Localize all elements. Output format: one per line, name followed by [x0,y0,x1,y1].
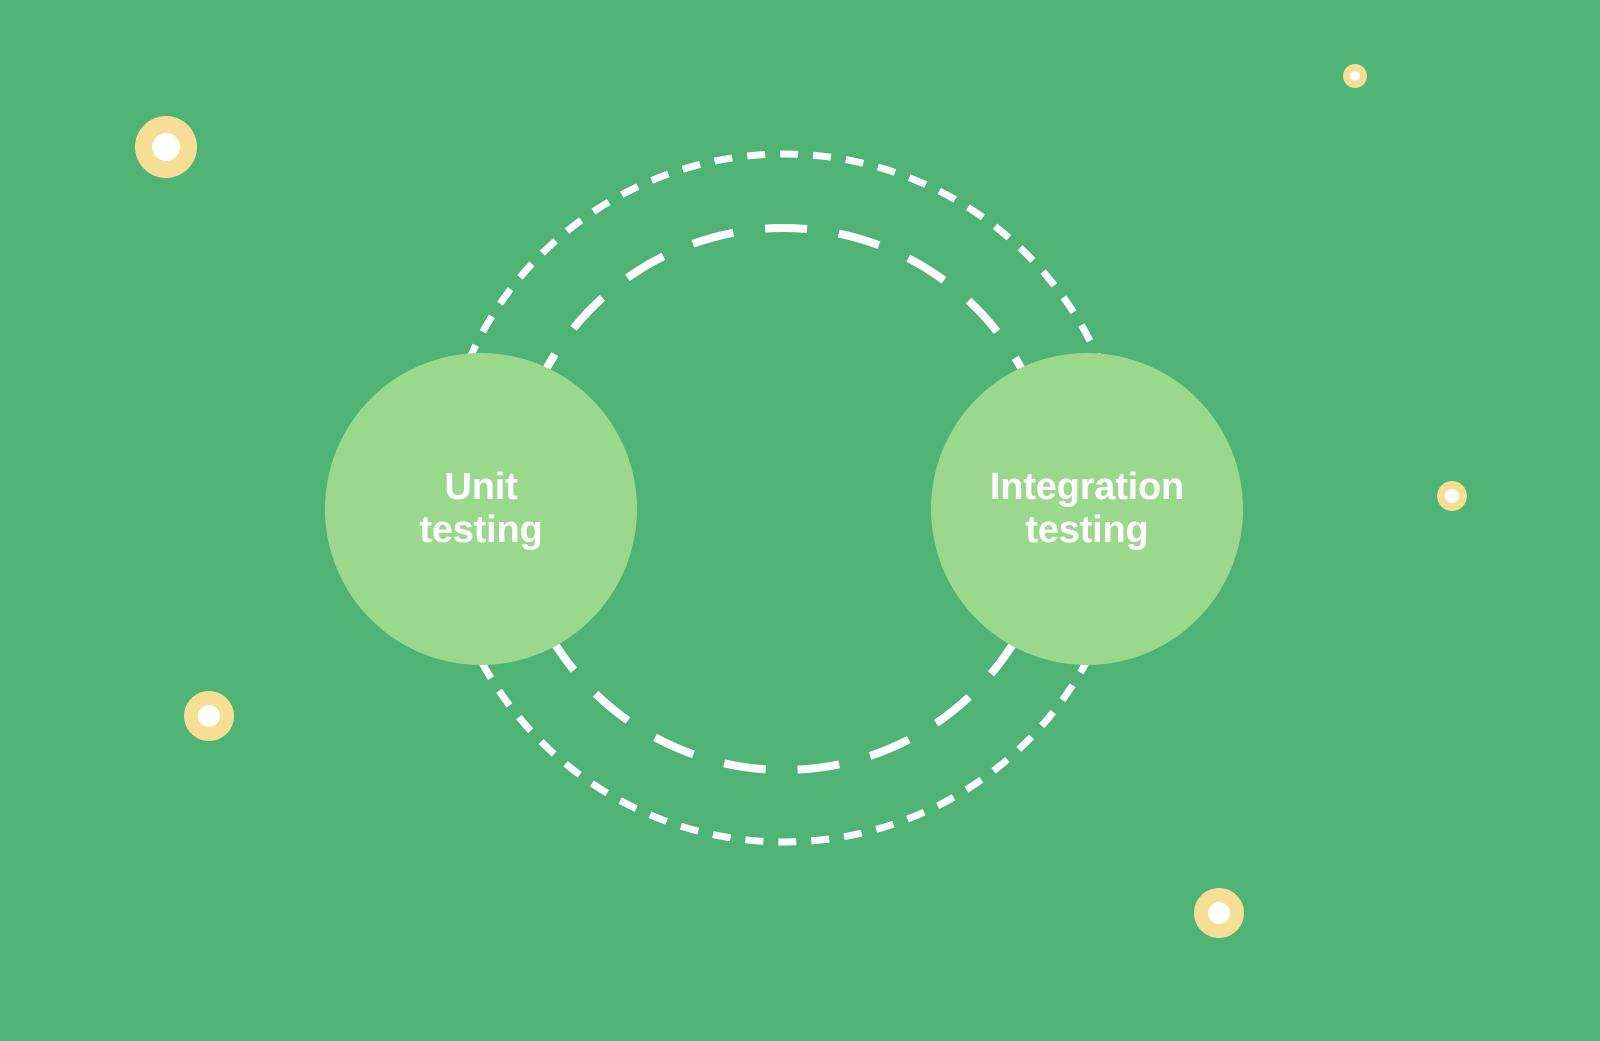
decor-dot-left-lower [184,691,234,741]
node-unit-testing[interactable]: Unit testing [325,353,637,665]
decor-dot-top-right [1343,64,1367,88]
decor-dot-bottom-right [1194,888,1244,938]
decor-dot-top-left [135,116,197,178]
decor-dot-core [198,705,220,727]
node-integration-testing[interactable]: Integration testing [931,353,1243,665]
node-unit-testing-label: Unit testing [419,466,543,551]
node-integration-testing-label: Integration testing [989,466,1185,551]
decor-dot-core [1445,489,1459,503]
decor-dot-core [152,133,180,161]
decor-dot-core [1208,902,1230,924]
decor-dot-core [1350,71,1360,81]
decor-dot-right [1437,481,1467,511]
